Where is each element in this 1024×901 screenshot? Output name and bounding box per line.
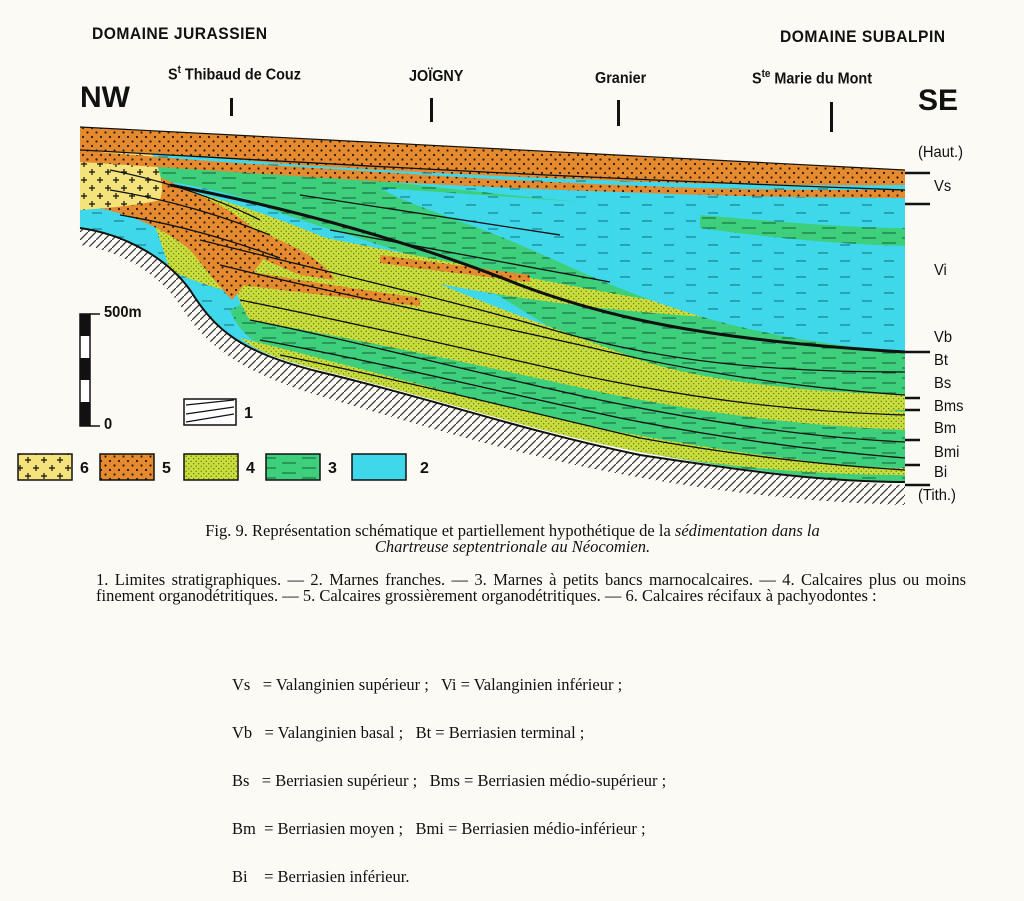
caption-italic-2: Chartreuse septentrionale au Néocomien.: [374, 537, 651, 556]
figure-caption: Fig. 9. Représentation schématique et pa…: [60, 521, 965, 556]
location-st-thibaud: St Thibaud de Couz: [168, 64, 301, 84]
strat-label-bs: Bs: [934, 375, 952, 392]
direction-nw-label: NW: [80, 81, 130, 114]
strat-label-tith: (Tith.): [918, 487, 956, 504]
location-joigny: JOÏGNY: [409, 68, 464, 85]
stratigraphic-cross-section: [17, 126, 930, 505]
strat-label-bi: Bi: [934, 464, 948, 481]
abbreviation-line: Bs = Berriasien supérieur ; Bms = Berria…: [232, 771, 667, 790]
domain-jurassien-label: DOMAINE JURASSIEN: [92, 24, 268, 43]
strat-label-bm: Bm: [934, 420, 957, 437]
figure-number: Fig. 9.: [205, 521, 248, 540]
legend-number-5: 5: [162, 460, 171, 477]
abbreviation-line: Vs = Valanginien supérieur ; Vi = Valang…: [232, 675, 623, 694]
legend-swatches: [17, 398, 407, 481]
abbreviation-line: Bm = Berriasien moyen ; Bmi = Berriasien…: [232, 819, 646, 838]
scale-500m-label: 500m: [104, 304, 142, 321]
strat-label-haut: (Haut.): [918, 144, 963, 161]
legend-description: 1. Limites stratigraphiques. — 2. Marnes…: [96, 570, 966, 605]
legend-number-4: 4: [246, 460, 255, 477]
abbreviation-list: Vs = Valanginien supérieur ; Vi = Valang…: [232, 645, 666, 901]
scale-0-label: 0: [104, 416, 113, 433]
abbreviation-line: Vb = Valanginien basal ; Bt = Berriasien…: [232, 723, 585, 742]
location-ste-marie: Ste Marie du Mont: [752, 68, 873, 88]
legend-number-6: 6: [80, 460, 89, 477]
direction-se-label: SE: [918, 84, 959, 117]
strat-label-vb: Vb: [934, 329, 953, 346]
domain-subalpin-label: DOMAINE SUBALPIN: [780, 27, 946, 46]
strat-label-bmi: Bmi: [934, 444, 960, 461]
caption-text: Représentation schématique et partiellem…: [247, 521, 675, 540]
location-tick: [617, 100, 620, 126]
location-granier: Granier: [595, 70, 647, 87]
location-tick: [830, 102, 833, 132]
abbreviation-line: Bi = Berriasien inférieur.: [232, 867, 410, 886]
strat-label-vs: Vs: [934, 178, 952, 195]
legend-number-1: 1: [244, 405, 253, 422]
strat-label-bms: Bms: [934, 398, 964, 415]
legend-number-3: 3: [328, 460, 337, 477]
strat-label-vi: Vi: [934, 262, 947, 279]
location-tick: [230, 98, 233, 116]
legend-number-2: 2: [420, 460, 429, 477]
caption-italic-1: sédimentation dans la: [674, 521, 820, 540]
strat-label-bt: Bt: [934, 352, 948, 369]
scale-bar: [79, 313, 100, 427]
location-tick: [430, 98, 433, 122]
